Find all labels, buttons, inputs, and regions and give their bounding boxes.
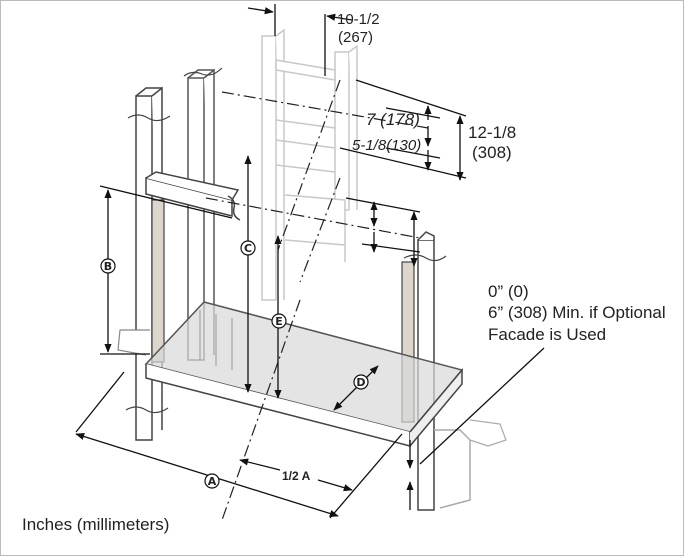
header-total-mm: (308)	[472, 143, 512, 162]
header-total-inches: 12-1/8	[468, 123, 516, 142]
marker-d: D	[353, 374, 369, 390]
rear-framing	[261, 28, 358, 301]
marker-e: E	[271, 313, 287, 329]
header-5-1-8-label: 5-1/8(130)	[352, 137, 421, 154]
top-width-inches: 10-1/2	[337, 11, 380, 28]
marker-a-letter: A	[208, 475, 217, 488]
clearance-note-line3: Facade is Used	[488, 325, 606, 344]
marker-c: C	[240, 240, 256, 256]
marker-e-letter: E	[275, 315, 283, 328]
center-lines	[205, 79, 429, 521]
clearance-note-line2: 6” (308) Min. if Optional	[488, 303, 666, 322]
marker-b-letter: B	[104, 260, 112, 273]
header-beam	[145, 171, 241, 221]
marker-b: B	[100, 258, 116, 274]
top-width-mm: (267)	[338, 29, 373, 46]
marker-a: A	[204, 473, 220, 489]
dimension-lines	[75, 4, 545, 519]
clearance-note-line1: 0” (0)	[488, 282, 529, 301]
header-7-label: 7 (178)	[366, 110, 420, 129]
left-shaded-stud	[151, 199, 165, 363]
marker-d-letter: D	[356, 376, 365, 389]
half-a-label: 1/2 A	[282, 469, 311, 483]
units-label: Inches (millimeters)	[22, 515, 169, 534]
hearth-platform	[117, 301, 507, 447]
marker-c-letter: C	[244, 242, 252, 255]
